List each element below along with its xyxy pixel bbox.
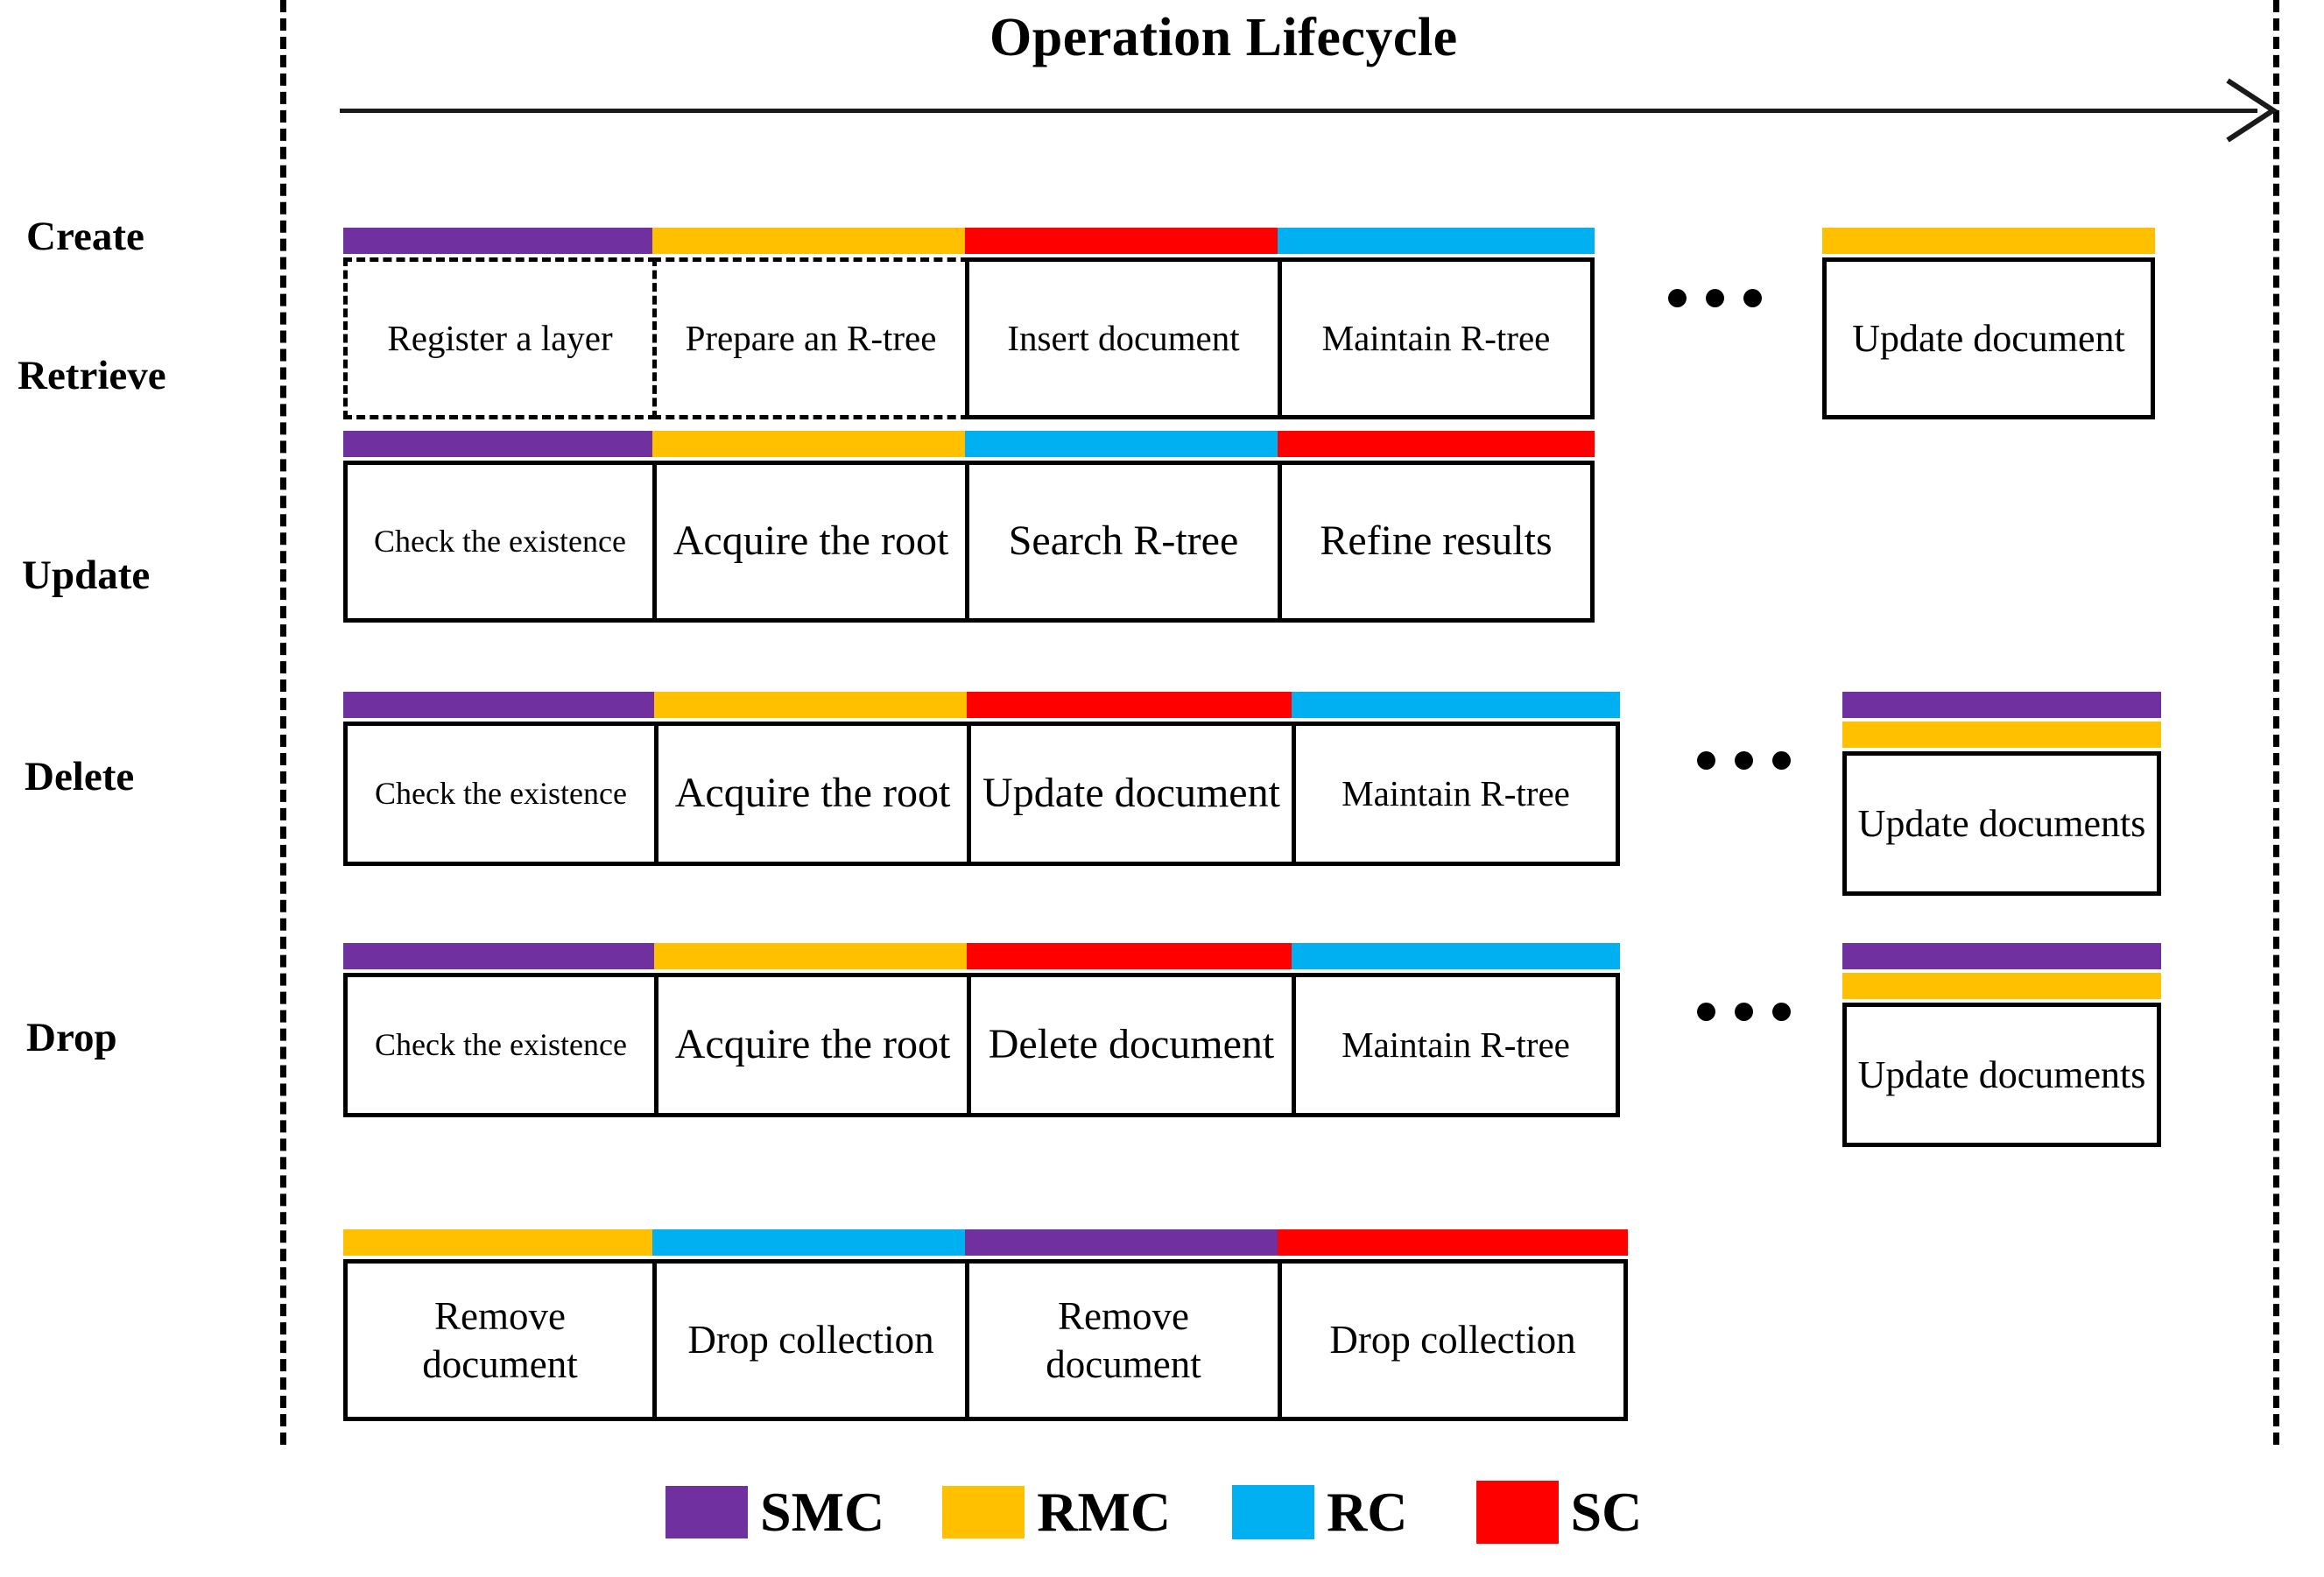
stage-box-label: Maintain R-tree xyxy=(1321,318,1551,359)
row-label-update: Update xyxy=(22,553,151,598)
row-label-drop: Drop xyxy=(26,1015,117,1060)
stage-box[interactable]: Insert document xyxy=(965,257,1282,419)
stage-box-tail[interactable]: Update documents xyxy=(1842,1003,2161,1147)
stage-box[interactable]: Register a layer xyxy=(343,257,657,419)
stage-box-label: Check the existence xyxy=(374,523,626,559)
stage-box[interactable]: Prepare an R-tree xyxy=(652,257,969,419)
stage-box[interactable]: Check the existence xyxy=(343,722,658,866)
legend-label: SMC xyxy=(760,1481,885,1543)
stage-box-label: Acquire the root xyxy=(674,770,951,817)
color-cap-rmc xyxy=(343,1229,657,1256)
stage-box-label: Acquire the root xyxy=(674,1021,951,1068)
stage-box[interactable]: Check the existence xyxy=(343,973,658,1117)
timeline-arrow-line xyxy=(340,109,2257,113)
right-boundary-line xyxy=(2273,0,2279,1445)
color-cap-sc xyxy=(967,943,1296,969)
color-cap-rmc xyxy=(654,692,971,718)
color-cap-sc xyxy=(967,692,1296,718)
stage-box-label: Check the existence xyxy=(375,1026,627,1062)
legend-label: RC xyxy=(1327,1481,1408,1543)
stage-box-label: Update documents xyxy=(1857,801,2146,845)
stage-box-tail[interactable]: Update document xyxy=(1822,257,2155,419)
legend: SMC RMC RC SC xyxy=(666,1480,1642,1545)
stage-box-label: Refine results xyxy=(1320,517,1553,565)
stage-box[interactable]: Maintain R-tree xyxy=(1292,973,1620,1117)
stage-box[interactable]: Acquire the root xyxy=(654,973,971,1117)
color-cap-smc xyxy=(343,431,657,457)
stage-box-label: Update document xyxy=(982,770,1280,817)
stage-box[interactable]: Search R-tree xyxy=(965,461,1282,623)
stage-box[interactable]: Drop collection xyxy=(1278,1259,1628,1421)
stage-box[interactable]: Maintain R-tree xyxy=(1292,722,1620,866)
ellipsis-indicator xyxy=(1697,1003,1791,1021)
stage-box-tail[interactable]: Update documents xyxy=(1842,751,2161,896)
stage-box-label: Remove document xyxy=(1046,1293,1201,1386)
color-cap-sc xyxy=(965,228,1282,254)
color-cap-rc xyxy=(1292,943,1620,969)
color-cap-rmc xyxy=(1842,973,2161,999)
stage-box-label: Drop collection xyxy=(1329,1318,1576,1362)
legend-item-rc: RC xyxy=(1232,1480,1408,1545)
row-label-retrieve: Retrieve xyxy=(18,353,166,398)
stage-box-label: Drop collection xyxy=(687,1318,934,1362)
legend-label: RMC xyxy=(1037,1481,1172,1543)
stage-box[interactable]: Acquire the root xyxy=(654,722,971,866)
color-cap-sc xyxy=(1278,431,1595,457)
stage-box-label: Update document xyxy=(1852,316,2125,360)
legend-item-sc: SC xyxy=(1475,1480,1643,1545)
stage-box-label: Check the existence xyxy=(375,775,627,811)
color-cap-rmc xyxy=(1822,228,2155,254)
stage-box-label: Maintain R-tree xyxy=(1342,773,1570,814)
color-cap-rc xyxy=(1292,692,1620,718)
legend-swatch-smc xyxy=(666,1486,748,1538)
stage-box-label: Prepare an R-tree xyxy=(685,318,937,359)
stage-box[interactable]: Maintain R-tree xyxy=(1278,257,1595,419)
stage-box-label: Register a layer xyxy=(387,318,613,359)
color-cap-rc xyxy=(1278,228,1595,254)
left-boundary-line xyxy=(280,0,286,1445)
stage-box[interactable]: Drop collection xyxy=(652,1259,969,1421)
ellipsis-indicator xyxy=(1697,751,1791,770)
stage-box[interactable]: Refine results xyxy=(1278,461,1595,623)
stage-box-label: Maintain R-tree xyxy=(1342,1024,1570,1066)
stage-box[interactable]: Remove document xyxy=(343,1259,657,1421)
color-cap-smc xyxy=(343,692,658,718)
legend-swatch-rmc xyxy=(942,1486,1025,1538)
color-cap-smc xyxy=(965,1229,1282,1256)
stage-box-label: Insert document xyxy=(1007,318,1240,359)
ellipsis-indicator xyxy=(1668,289,1762,307)
color-cap-smc xyxy=(343,228,657,254)
stage-box[interactable]: Acquire the root xyxy=(652,461,969,623)
color-cap-rmc xyxy=(652,431,969,457)
legend-item-smc: SMC xyxy=(666,1480,884,1545)
stage-box-label: Delete document xyxy=(988,1021,1275,1068)
page-title: Operation Lifecycle xyxy=(989,8,1458,67)
legend-label: SC xyxy=(1570,1481,1643,1543)
stage-box[interactable]: Delete document xyxy=(967,973,1296,1117)
legend-item-rmc: RMC xyxy=(942,1480,1171,1545)
stage-box-label: Update documents xyxy=(1857,1053,2146,1096)
stage-box[interactable]: Remove document xyxy=(965,1259,1282,1421)
color-cap-smc xyxy=(1842,943,2161,969)
color-cap-rc xyxy=(965,431,1282,457)
color-cap-smc xyxy=(343,943,658,969)
row-label-create: Create xyxy=(26,214,144,259)
stage-box-label: Acquire the root xyxy=(673,517,949,565)
legend-swatch-rc xyxy=(1232,1485,1315,1539)
stage-box-label: Remove document xyxy=(422,1293,578,1386)
stage-box-label: Search R-tree xyxy=(1008,517,1239,565)
color-cap-sc xyxy=(1278,1229,1628,1256)
color-cap-smc xyxy=(1842,692,2161,718)
legend-swatch-sc xyxy=(1475,1481,1559,1544)
stage-box[interactable]: Update document xyxy=(967,722,1296,866)
color-cap-rmc xyxy=(652,228,969,254)
color-cap-rc xyxy=(652,1229,969,1256)
timeline-arrow-head xyxy=(2226,78,2278,143)
color-cap-rmc xyxy=(654,943,971,969)
color-cap-rmc xyxy=(1842,722,2161,748)
stage-box[interactable]: Check the existence xyxy=(343,461,657,623)
row-label-delete: Delete xyxy=(25,754,135,799)
